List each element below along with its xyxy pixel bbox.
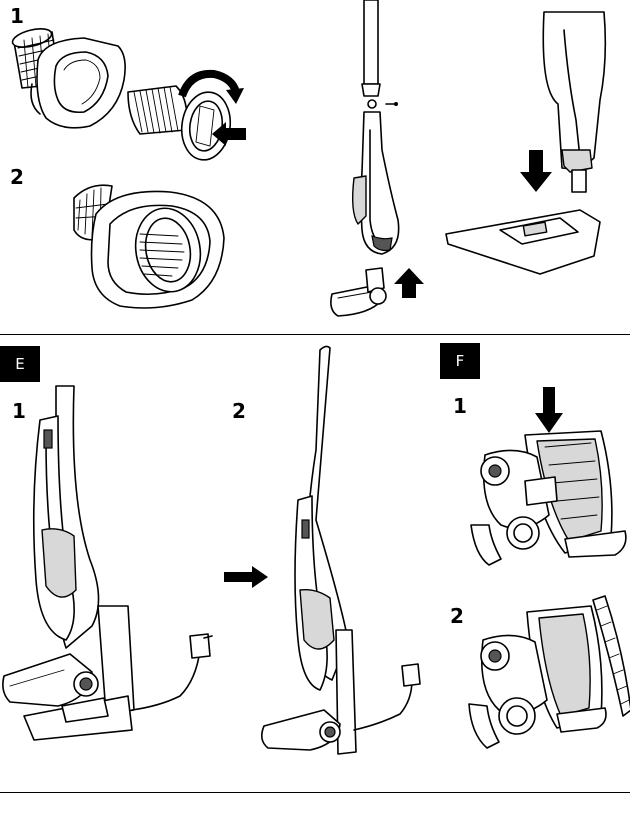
vacuum-upright-charging-illustration — [260, 345, 421, 755]
arrow-down-icon — [535, 387, 563, 433]
top-step-2-label: 2 — [10, 165, 24, 189]
top-step-1-label: 1 — [10, 4, 24, 28]
floor-head-brush-insert-illustration — [470, 387, 627, 566]
charging-base-illustration — [445, 11, 607, 275]
vacuum-on-charger-illustration — [2, 385, 213, 741]
arrow-right-icon — [224, 566, 268, 588]
section-e-badge: E — [0, 346, 40, 382]
vacuum-assembly-illustration — [330, 0, 424, 317]
arrow-down-icon — [520, 150, 552, 192]
section-e-step-2-label: 2 — [232, 399, 246, 423]
filter-frame-illustration — [30, 37, 126, 129]
filter-disassembly-illustration — [11, 28, 246, 161]
arrow-left-icon — [212, 122, 246, 146]
floor-head-brush-removed-illustration — [468, 595, 630, 749]
section-divider — [0, 334, 630, 335]
bottom-divider — [0, 792, 630, 793]
rotate-arrow-icon — [178, 69, 244, 104]
arrow-up-icon — [394, 268, 424, 298]
section-f-step-1-label: 1 — [453, 394, 467, 418]
section-f-badge: F — [440, 343, 480, 379]
section-e-step-1-label: 1 — [12, 399, 26, 423]
pleated-filter-illustration — [127, 85, 232, 161]
assembled-filter-illustration — [73, 184, 225, 309]
section-f-step-2-label: 2 — [450, 604, 464, 628]
